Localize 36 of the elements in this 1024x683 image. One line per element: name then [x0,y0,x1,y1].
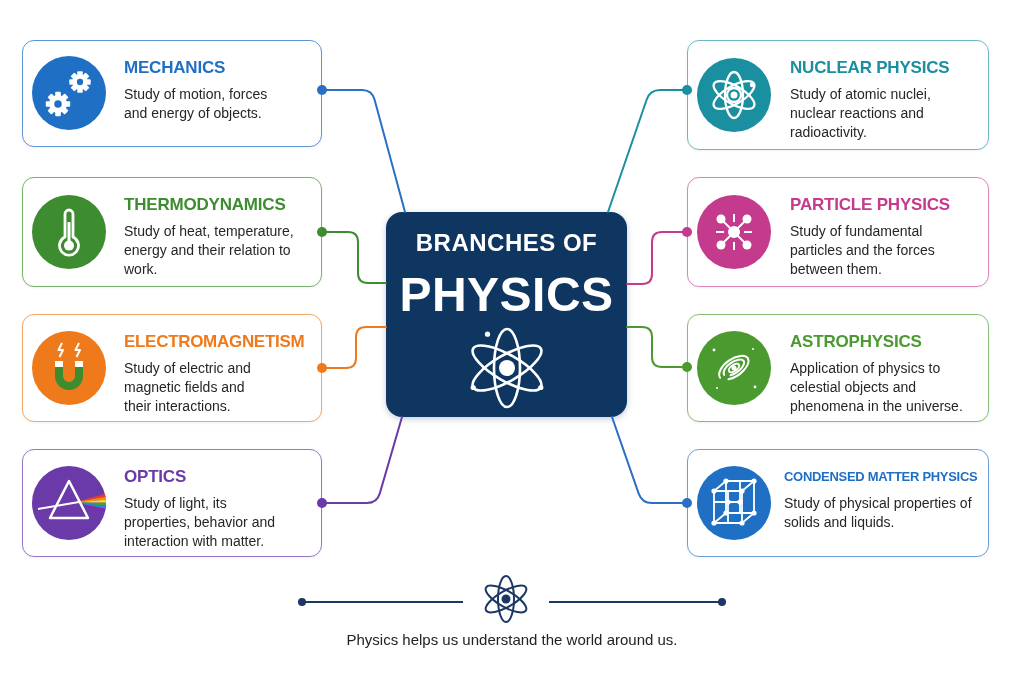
card-title: CONDENSED MATTER PHYSICS [784,468,978,486]
branch-card [22,449,322,557]
branch-card [687,40,989,150]
connector-line [317,85,406,213]
title-box [386,212,627,417]
branch-card [22,314,322,422]
card-title: NUCLEAR PHYSICS [790,57,950,79]
connector-line [317,416,403,508]
connector-line [317,326,387,373]
card-description: Study of atomic nuclei, nuclear reactions and radioactivity. [790,85,932,142]
connector-line [607,85,692,213]
branch-card [687,177,989,287]
connector-line [317,227,387,284]
card-title: MECHANICS [124,57,226,79]
connector-line [626,326,692,372]
card-title: OPTICS [124,466,187,488]
heading-text: PHYSICS [399,269,614,321]
card-title: PARTICLE PHYSICS [790,194,950,216]
card-title: THERMODYNAMICS [124,194,286,216]
caption-text: Physics helps us understand the world around us. [346,630,678,650]
card-description: Study of heat, temperature, energy and their relation to work. [124,222,295,279]
branch-card [22,177,322,287]
connector-line [626,227,692,285]
branch-card [687,314,989,422]
card-title: ELECTROMAGNETISM [124,331,305,353]
branch-card [687,449,989,557]
card-description: Application of physics to celestial objects and phenomena in the universe. [790,359,964,416]
card-description: Study of light, its properties, behavior and interaction with matter. [124,494,276,551]
card-description: Study of motion, forces and energy of objects. [124,85,269,123]
card-description: Study of electric and magnetic fields and their interactions. [124,359,252,416]
card-description: Study of physical properties of solids and liquids. [784,494,973,532]
connector-line [611,416,692,508]
branch-card [22,40,322,147]
heading-text: BRANCHES OF [415,230,598,256]
card-title: ASTROPHYSICS [790,331,922,353]
card-description: Study of fundamental particles and the forces between them. [790,222,936,279]
